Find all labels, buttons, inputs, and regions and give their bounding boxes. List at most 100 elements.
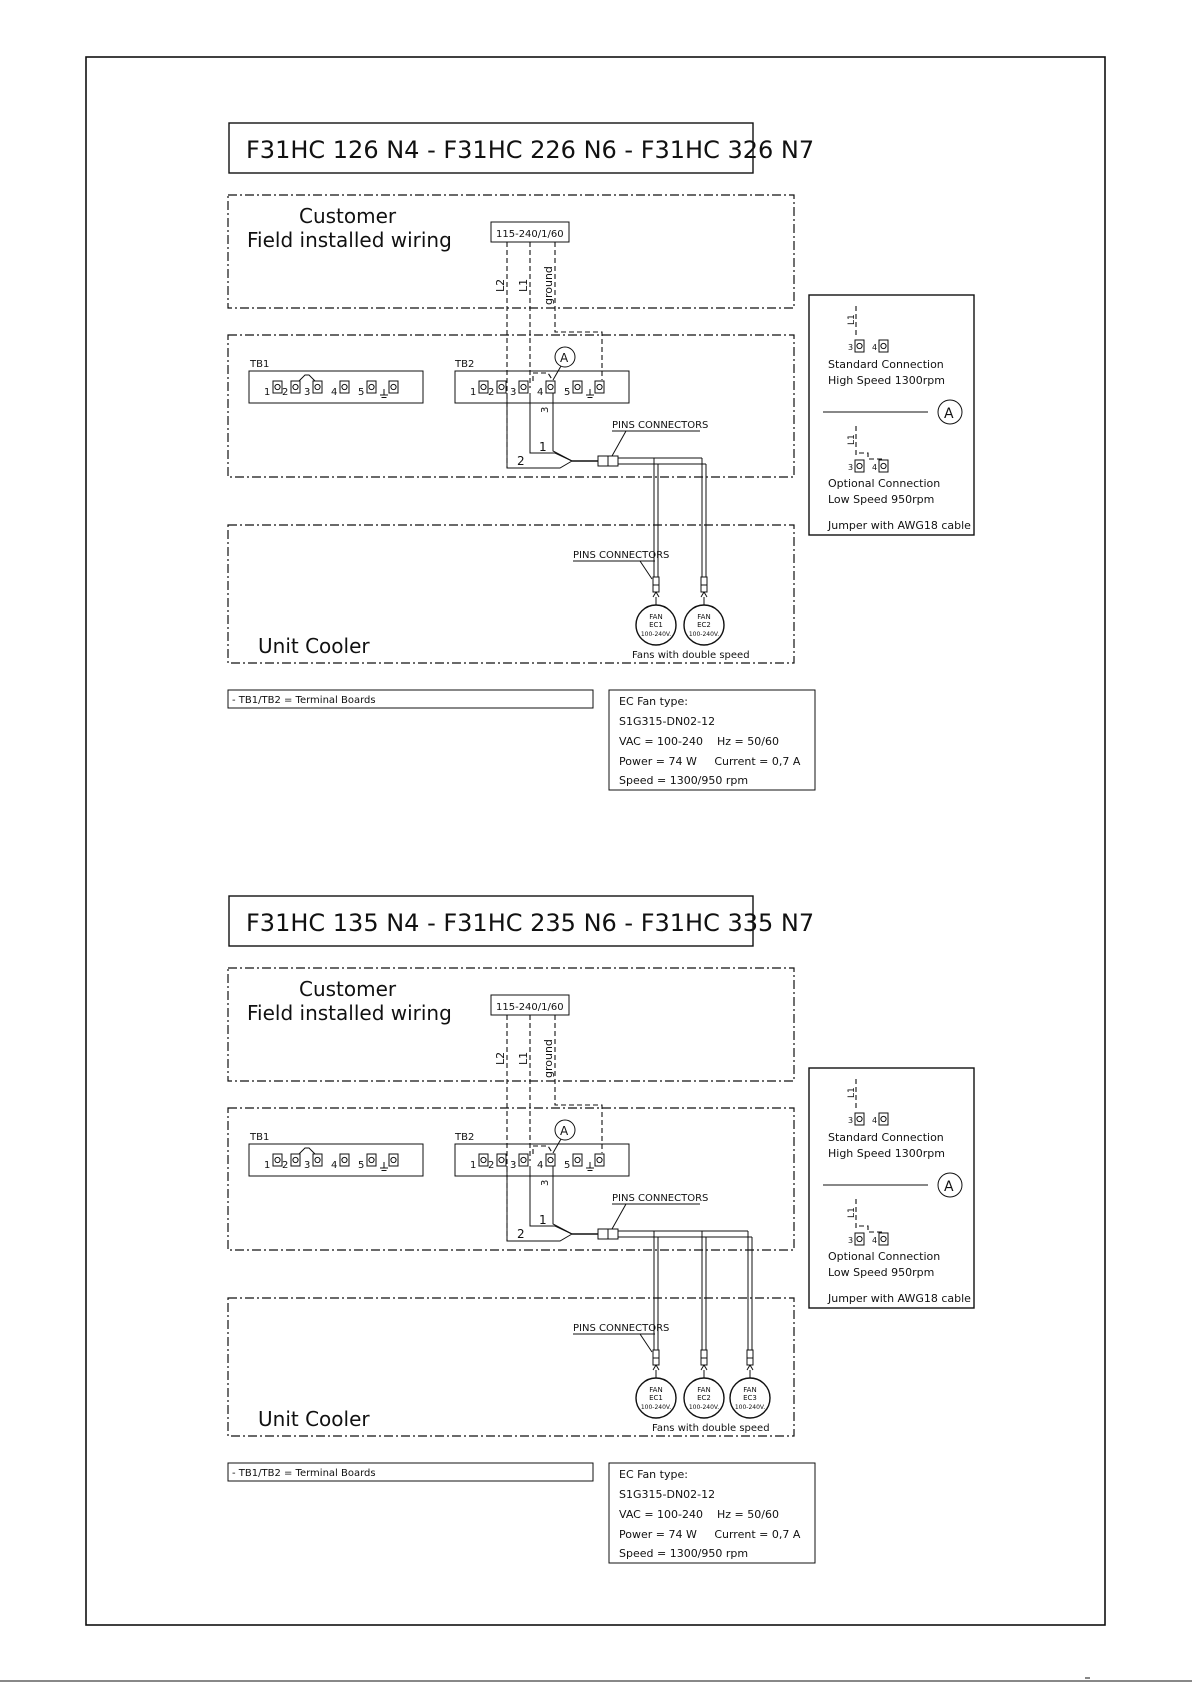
marker-a-label: A [560,1124,569,1138]
tb1-terminal-3-screw [314,383,321,391]
legend-marker: A [944,406,954,422]
fan-2-line3: 100-240V. [689,631,719,638]
tb2-terminal-3 [518,1153,529,1167]
junction-box-section [227,1107,795,1251]
legend-opt-jumper [859,452,884,461]
legend-std-terminal-4 [878,1112,889,1126]
wire-l1-label: L1 [517,1052,530,1065]
fan-connector-3-a [746,1349,754,1359]
legend-marker-circle [937,1172,963,1198]
legend-std-t3: 3 [848,1116,853,1125]
tb1-terminal-ground-body [388,380,399,394]
spec-line-5: Speed = 1300/950 rpm [619,1547,748,1560]
title-box [228,895,754,947]
fan-connector-2-arrow [700,591,708,598]
legend-opt-terminal-3-screw [856,462,863,470]
tb1-jumper [298,374,316,382]
customer-label: Customer [299,204,397,228]
field-wiring-label: Field installed wiring [247,1001,452,1025]
marker-a-leader [552,365,562,381]
legend-std-l1: L1 [847,314,857,325]
fans-caption: Fans with double speed [652,1423,770,1434]
tb1-label: TB1 [249,359,269,370]
field-wiring-label: Field installed wiring [247,228,452,252]
tb1-terminal-3-screw [314,1156,321,1164]
legend-standard-1: Standard Connection [828,358,944,371]
jb-wire-3 [552,393,573,462]
fan-connector-1-a [652,576,660,586]
spec-line-1: EC Fan type: [619,695,688,708]
wire-ground [554,1015,603,1153]
legend-standard-2: High Speed 1300rpm [828,1147,945,1160]
tb1-terminal-2-body [290,1153,301,1167]
pins-connectors-bottom: PINS CONNECTORS [573,1323,669,1334]
tb1-num-3: 3 [304,1160,310,1171]
tb1-terminal-5 [366,380,377,394]
tb2-terminal-2-screw [498,1156,505,1164]
diagram-title: F31HC 135 N4 - F31HC 235 N6 - F31HC 335 … [246,909,814,937]
legend-std-terminal-4-body [878,339,889,353]
tb1-num-4: 4 [331,1160,337,1171]
wire-ground-label: ground [542,1039,555,1078]
tb1-jumper [298,1147,316,1155]
title-box [228,122,754,174]
tb2-board [454,1143,630,1177]
legend-opt-terminal-4 [878,1232,889,1246]
tb1-ground-symbol [380,1162,388,1171]
fan-connector-3-arrow [746,1364,754,1371]
fan-connector-1-arrow [652,591,660,598]
fan-connector-2-b [700,584,708,593]
unit-cooler-section [227,524,795,664]
legend-opt-terminal-3-body [854,1232,865,1246]
tb2-jumper-a [532,372,554,382]
tb2-terminal-ground-screw [596,383,603,391]
tb1-terminal-5-screw [368,1156,375,1164]
marker-a-circle [554,346,576,368]
tb2-terminal-4-body [545,1153,556,1167]
pins-bottom-leader [639,560,653,580]
note-box [227,689,594,709]
tb1-terminal-5-body [366,380,377,394]
spec-line-1: EC Fan type: [619,1468,688,1481]
tb1-terminal-2-screw [292,1156,299,1164]
tb1-ground-symbol [380,389,388,398]
tb2-num-1: 1 [470,1160,476,1171]
legend-standard-2: High Speed 1300rpm [828,374,945,387]
tb2-terminal-1 [478,1153,489,1167]
tb1-terminal-3 [312,380,323,394]
tb2-terminal-4-body [545,380,556,394]
tb1-terminal-4-screw [341,1156,348,1164]
tb2-terminal-2-body [496,1153,507,1167]
legend-standard-1: Standard Connection [828,1131,944,1144]
jb-connector-a [597,1228,609,1240]
note-text: - TB1/TB2 = Terminal Boards [232,1468,376,1479]
tb2-terminal-1 [478,380,489,394]
tb2-terminal-5 [572,380,583,394]
fan-connector-2-a [700,1349,708,1359]
tb1-terminal-1-screw [274,1156,281,1164]
legend-std-terminal-3-screw [856,342,863,350]
fan-connector-3-b [746,1357,754,1366]
jb-wire-2-num: 2 [517,1227,525,1241]
fan-connector-1-b [652,584,660,593]
tb1-terminal-1 [272,380,283,394]
legend-std-terminal-4-body [878,1112,889,1126]
tb1-terminal-1-body [272,1153,283,1167]
pins-bottom-leader [639,1333,653,1353]
jb-wire-2-num: 2 [517,454,525,468]
tb1-terminal-ground-screw [390,383,397,391]
fan-connector-1-arrow [652,1364,660,1371]
legend-opt-terminal-4-body [878,459,889,473]
spec-line-3: VAC = 100-240 Hz = 50/60 [619,735,779,748]
tb2-terminal-2-screw [498,383,505,391]
fans-caption: Fans with double speed [632,650,750,661]
tb2-num-2: 2 [488,387,494,398]
diagram-1: F31HC 126 N4 - F31HC 226 N6 - F31HC 326 … [227,122,975,791]
tb2-terminal-4-screw [547,1156,554,1164]
tb1-num-2: 2 [282,387,288,398]
legend-opt-t3: 3 [848,463,853,472]
jb-wire-3 [552,1166,573,1235]
tb1-terminal-2 [290,380,301,394]
legend-std-t4: 4 [872,1116,877,1125]
